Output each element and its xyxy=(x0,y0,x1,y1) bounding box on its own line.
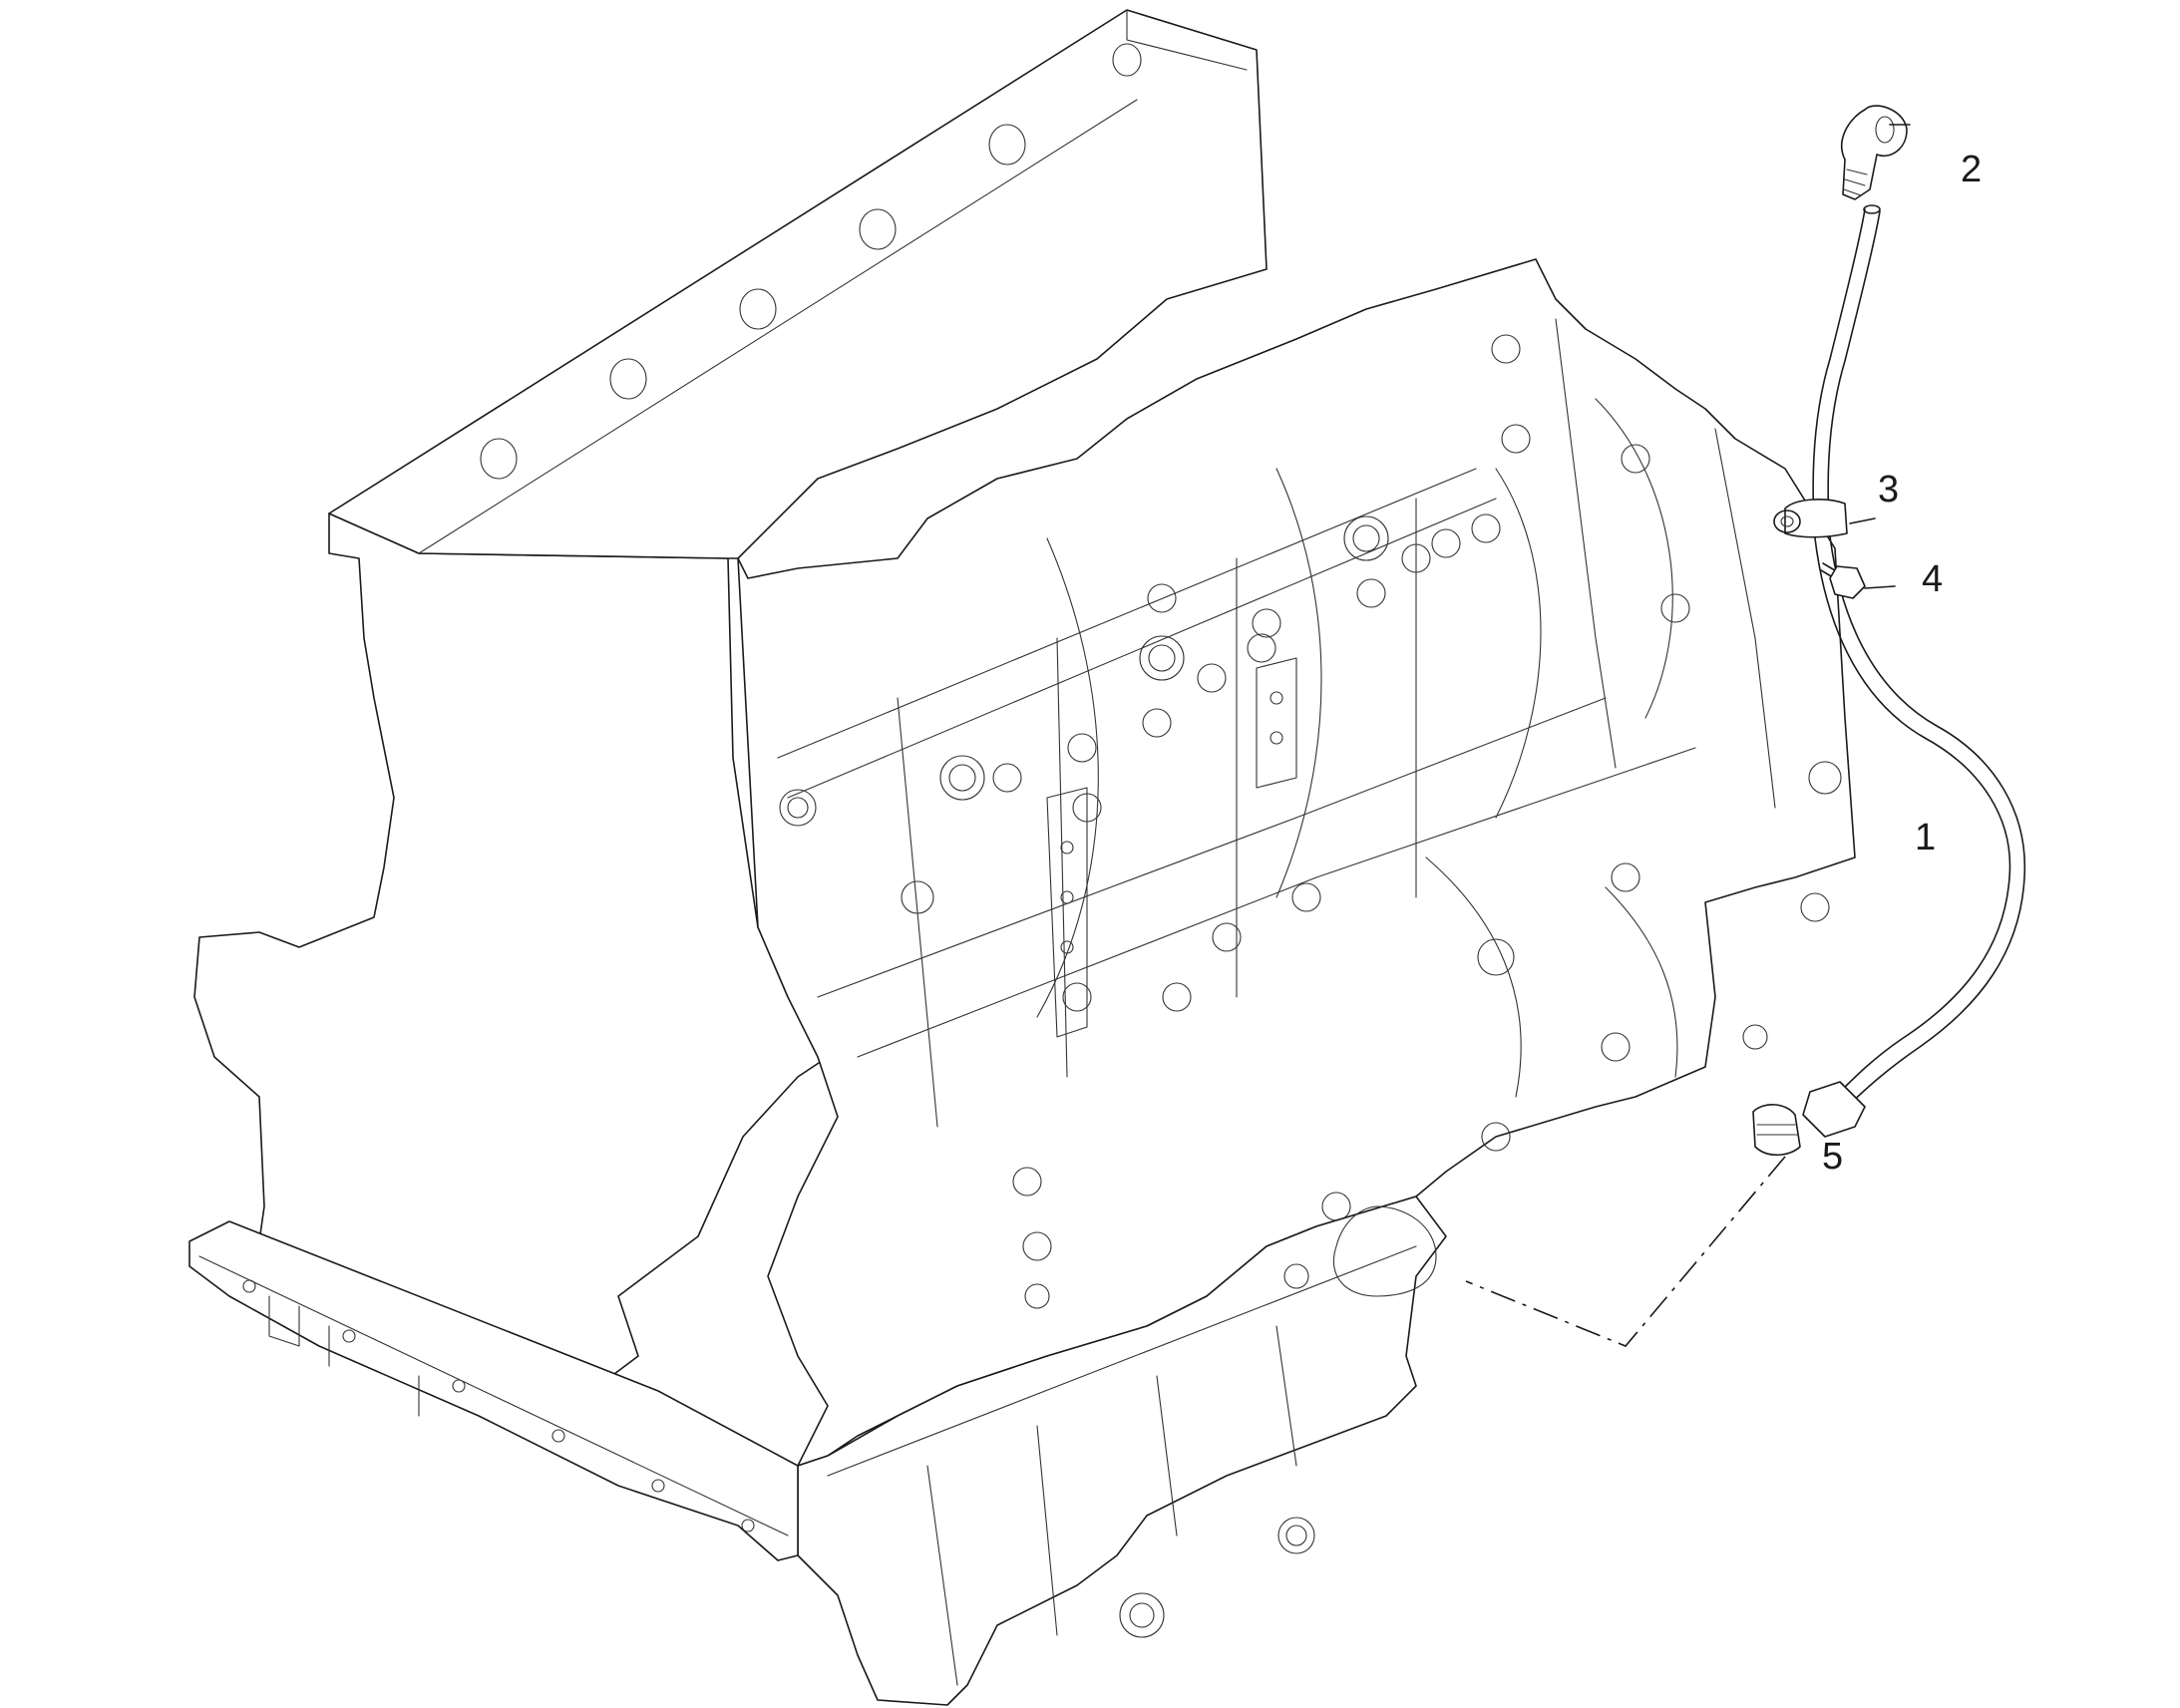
tube-clamp xyxy=(1773,499,1848,538)
callout-3: 3 xyxy=(1878,469,1899,511)
leader-lines xyxy=(1465,124,1911,1347)
drain-plug xyxy=(1752,1104,1801,1157)
callout-4: 4 xyxy=(1922,558,1943,600)
callout-5: 5 xyxy=(1822,1136,1843,1178)
clamp-bolt xyxy=(1820,562,1866,599)
dipstick-tube xyxy=(1802,204,2026,1138)
dipstick-handle xyxy=(1840,105,1908,200)
callout-2: 2 xyxy=(1961,149,1982,190)
callout-labels: 1 2 3 4 5 xyxy=(1822,149,1982,1178)
engine-block xyxy=(188,9,1856,1706)
callout-1: 1 xyxy=(1915,817,1936,858)
